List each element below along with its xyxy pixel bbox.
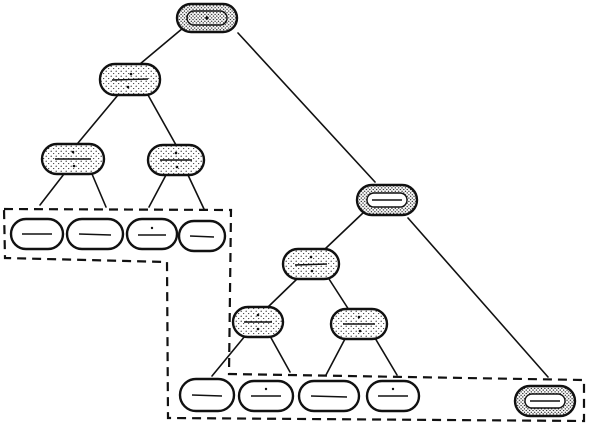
edge-left-subtree-root-left-internal-b [147,94,177,146]
edge-left-internal-b-left-leaf-4 [187,174,205,210]
node-root [175,2,239,34]
node-left-internal-a [40,142,106,176]
edge-root-left-subtree-root [139,27,184,65]
node-left-leaf-1 [9,217,65,251]
node-left-subtree-root [98,62,162,97]
edge-right-subtree-root-right-leaf-5 [407,217,549,378]
node-right-internal-b [329,307,389,341]
edge-right-internal-a-right-leaf-2 [269,335,291,373]
nodes [9,2,577,418]
edge-left-internal-a-left-leaf-1 [39,173,65,206]
group-outline-leaf-frontier [2,207,586,423]
edge-right-subtree-root-right-inner-root [324,211,365,250]
node-right-leaf-2 [237,379,295,413]
node-right-leaf-1 [178,377,236,413]
node-left-internal-b [146,143,206,177]
node-right-internal-a [231,305,285,339]
edge-right-internal-a-right-leaf-1 [211,335,246,377]
edge-left-internal-b-left-leaf-3 [148,174,167,208]
edges [39,27,549,378]
node-right-subtree-root [355,183,419,217]
node-left-leaf-3 [125,217,179,251]
node-left-leaf-2 [65,217,125,251]
edge-left-internal-a-left-leaf-2 [91,173,107,208]
edge-left-subtree-root-left-internal-a [77,94,119,144]
edge-right-inner-root-right-internal-a [267,277,299,308]
node-right-inner-root [281,247,341,281]
node-right-leaf-5 [513,384,577,418]
edge-right-internal-b-right-leaf-4 [374,337,398,376]
node-right-leaf-3 [297,379,361,413]
edge-root-right-subtree-root [237,32,376,183]
node-right-leaf-4 [365,379,421,413]
edge-right-inner-root-right-internal-b [328,278,350,311]
node-left-leaf-4 [177,219,227,253]
edge-right-internal-b-right-leaf-3 [325,336,347,376]
